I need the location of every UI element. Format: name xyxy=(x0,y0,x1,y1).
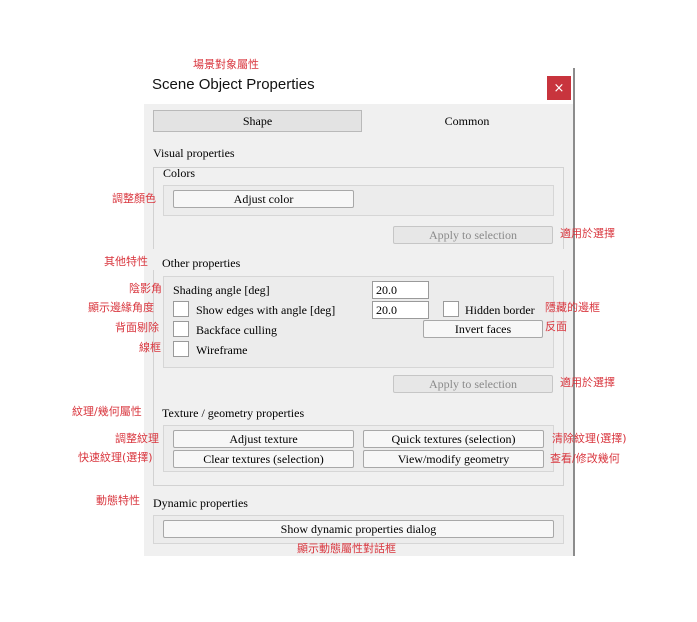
wireframe-label: Wireframe xyxy=(196,343,248,357)
hidden-border-annotation: 隱藏的邊框 xyxy=(545,301,600,314)
backface-annotation: 背面剔除 xyxy=(115,321,159,334)
wireframe-checkbox[interactable] xyxy=(173,341,189,357)
view-geometry-annotation: 查看/修改幾何 xyxy=(550,452,620,465)
dynamic-properties-heading: Dynamic properties xyxy=(153,496,248,510)
visual-properties-heading: Visual properties xyxy=(153,146,235,160)
apply-to-selection-button-other[interactable]: Apply to selection xyxy=(393,375,553,393)
apply-annotation-visual: 適用於選擇 xyxy=(560,227,615,240)
backface-culling-checkbox[interactable] xyxy=(173,321,189,337)
show-edges-annotation: 顯示邊緣角度 xyxy=(88,301,154,314)
shading-angle-annotation: 陰影角 xyxy=(129,282,162,295)
apply-to-selection-button-visual[interactable]: Apply to selection xyxy=(393,226,553,244)
other-properties-annotation: 其他特性 xyxy=(104,255,148,268)
invert-faces-annotation: 反面 xyxy=(545,320,567,333)
adjust-color-annotation: 調整顏色 xyxy=(112,192,156,205)
adjust-texture-annotation: 調整紋理 xyxy=(115,432,159,445)
visual-properties-group xyxy=(153,167,564,249)
tab-shape[interactable]: Shape xyxy=(153,110,362,132)
show-dialog-annotation: 顯示動態屬性對話框 xyxy=(297,542,396,555)
window-edge xyxy=(573,68,575,556)
other-properties-group xyxy=(153,270,564,398)
other-properties-heading: Other properties xyxy=(162,256,241,270)
adjust-texture-button[interactable]: Adjust texture xyxy=(173,430,354,448)
wireframe-annotation: 線框 xyxy=(139,341,161,354)
texture-geometry-annotation: 紋理/幾何屬性 xyxy=(72,405,142,418)
adjust-color-button[interactable]: Adjust color xyxy=(173,190,354,208)
colors-heading: Colors xyxy=(163,166,196,180)
hidden-border-checkbox[interactable] xyxy=(443,301,459,317)
invert-faces-button[interactable]: Invert faces xyxy=(423,320,543,338)
backface-culling-label: Backface culling xyxy=(196,323,277,337)
window-title: Scene Object Properties xyxy=(152,76,315,93)
view-modify-geometry-button[interactable]: View/modify geometry xyxy=(363,450,544,468)
quick-textures-annotation: 清除紋理(選擇) xyxy=(552,432,627,445)
texture-geometry-group xyxy=(153,398,564,486)
close-button[interactable]: × xyxy=(547,76,571,100)
dynamic-properties-annotation: 動態特性 xyxy=(96,494,140,507)
hidden-border-label: Hidden border xyxy=(465,303,535,317)
show-dynamic-properties-button[interactable]: Show dynamic properties dialog xyxy=(163,520,554,538)
tab-common[interactable]: Common xyxy=(444,113,490,128)
quick-textures-button[interactable]: Quick textures (selection) xyxy=(363,430,544,448)
apply-annotation-other: 適用於選擇 xyxy=(560,376,615,389)
shading-angle-input[interactable]: 20.0 xyxy=(372,281,429,299)
shading-angle-label: Shading angle [deg] xyxy=(173,283,270,297)
clear-textures-annotation: 快速紋理(選擇) xyxy=(78,451,153,464)
clear-textures-button[interactable]: Clear textures (selection) xyxy=(173,450,354,468)
texture-geometry-heading: Texture / geometry properties xyxy=(162,406,305,420)
close-icon: × xyxy=(553,80,565,96)
show-edges-checkbox[interactable] xyxy=(173,301,189,317)
title-annotation: 場景對象屬性 xyxy=(193,58,259,71)
show-edges-input[interactable]: 20.0 xyxy=(372,301,429,319)
show-edges-label: Show edges with angle [deg] xyxy=(196,303,336,317)
